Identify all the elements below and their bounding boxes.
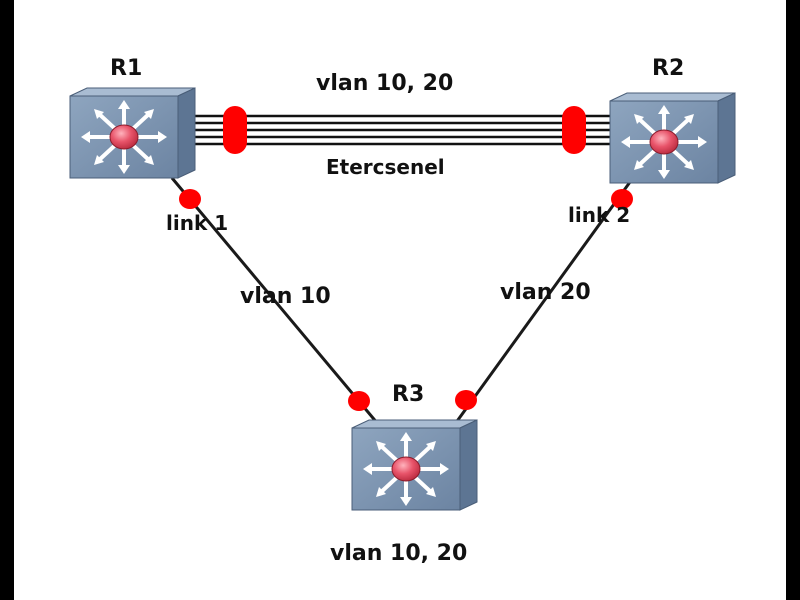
etherchannel-bundle[interactable] (180, 114, 615, 146)
router-r3-icon[interactable] (351, 419, 478, 511)
r3-vlan-label: vlan 10, 20 (330, 541, 468, 566)
etherchannel-port-r1 (223, 106, 247, 154)
router-r3-label: R3 (392, 382, 425, 407)
link1-label: link 1 (166, 211, 229, 235)
vlan10-link-label: vlan 10 (240, 284, 331, 309)
port-dot-r2-link2 (611, 189, 633, 209)
router-r2-icon[interactable] (609, 92, 736, 184)
router-r1-label: R1 (110, 56, 143, 81)
port-dot-r1-link1 (179, 189, 201, 209)
etherchannel-port-r2 (562, 106, 586, 154)
link-r2-r3[interactable] (453, 181, 632, 425)
port-dot-r3-right (455, 390, 477, 410)
router-r1-icon[interactable] (69, 87, 196, 179)
router-r2-label: R2 (652, 56, 685, 81)
etherchannel-label: Etercsenel (326, 155, 445, 179)
link-r1-r3[interactable] (170, 177, 380, 425)
vlan20-link-label: vlan 20 (500, 280, 591, 305)
port-dot-r3-left (348, 391, 370, 411)
link2-label: link 2 (568, 203, 631, 227)
trunk-vlan-label: vlan 10, 20 (316, 71, 454, 96)
